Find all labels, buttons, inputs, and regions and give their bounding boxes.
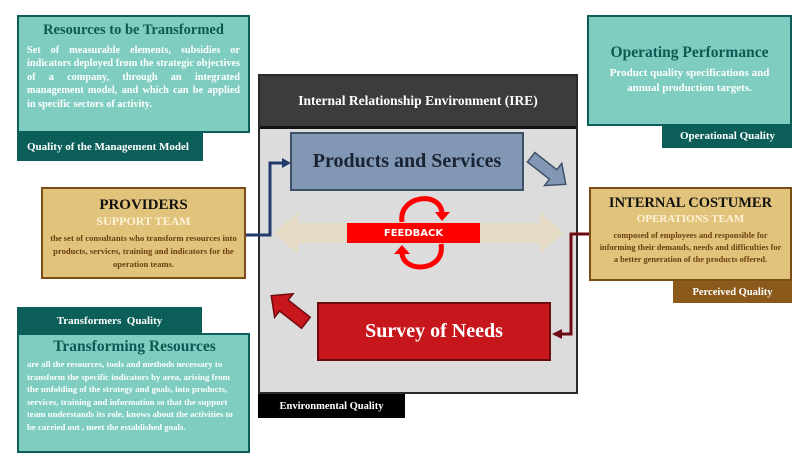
resources-to-transform-text: Set of measurable elements, subsidies or… xyxy=(27,45,240,110)
management-model-quality-tag: Quality of the Management Model xyxy=(17,132,203,161)
perceived-quality-tag: Perceived Quality xyxy=(673,281,792,303)
transformers-quality-tag: Transformers Quality xyxy=(17,307,202,334)
internal-customer-text: composed of employees and responsible fo… xyxy=(599,231,782,264)
ire-title: Internal Relationship Environment (IRE) xyxy=(298,93,538,108)
providers-title: PROVIDERS xyxy=(99,197,188,213)
resources-to-transform-box: Resources to be Transformed Set of measu… xyxy=(17,15,250,133)
operating-performance-title: Operating Performance xyxy=(610,44,769,61)
providers-subtitle: SUPPORT TEAM xyxy=(96,214,191,228)
providers-box: PROVIDERS SUPPORT TEAM the set of consul… xyxy=(41,187,246,279)
internal-customer-title: INTERNAL COSTUMER xyxy=(608,195,773,211)
transforming-resources-text: are all the resources, tools and methods… xyxy=(27,359,233,432)
operating-performance-text: Product quality specifications and annua… xyxy=(609,67,770,94)
transforming-resources-title: Transforming Resources xyxy=(53,338,216,355)
products-services-box: Products and Services xyxy=(290,132,524,191)
products-services-label: Products and Services xyxy=(312,150,502,172)
ire-header: Internal Relationship Environment (IRE) xyxy=(260,76,576,129)
transforming-resources-box: Transforming Resources are all the resou… xyxy=(17,333,250,453)
operational-quality-tag: Operational Quality xyxy=(662,124,792,148)
feedback-label: FEEDBACK xyxy=(383,227,444,239)
resources-to-transform-title: Resources to be Transformed xyxy=(43,22,224,38)
environmental-quality-tag: Environmental Quality xyxy=(258,394,405,418)
survey-of-needs-label: Survey of Needs xyxy=(365,320,503,342)
feedback-bar: FEEDBACK xyxy=(347,223,480,243)
internal-customer-subtitle: OPERATIONS TEAM xyxy=(636,213,745,225)
survey-of-needs-box: Survey of Needs xyxy=(317,302,551,361)
providers-text: the set of consultants who transform res… xyxy=(50,233,237,269)
internal-customer-box: INTERNAL COSTUMER OPERATIONS TEAM compos… xyxy=(589,187,792,281)
operating-performance-box: Operating Performance Product quality sp… xyxy=(587,15,792,126)
